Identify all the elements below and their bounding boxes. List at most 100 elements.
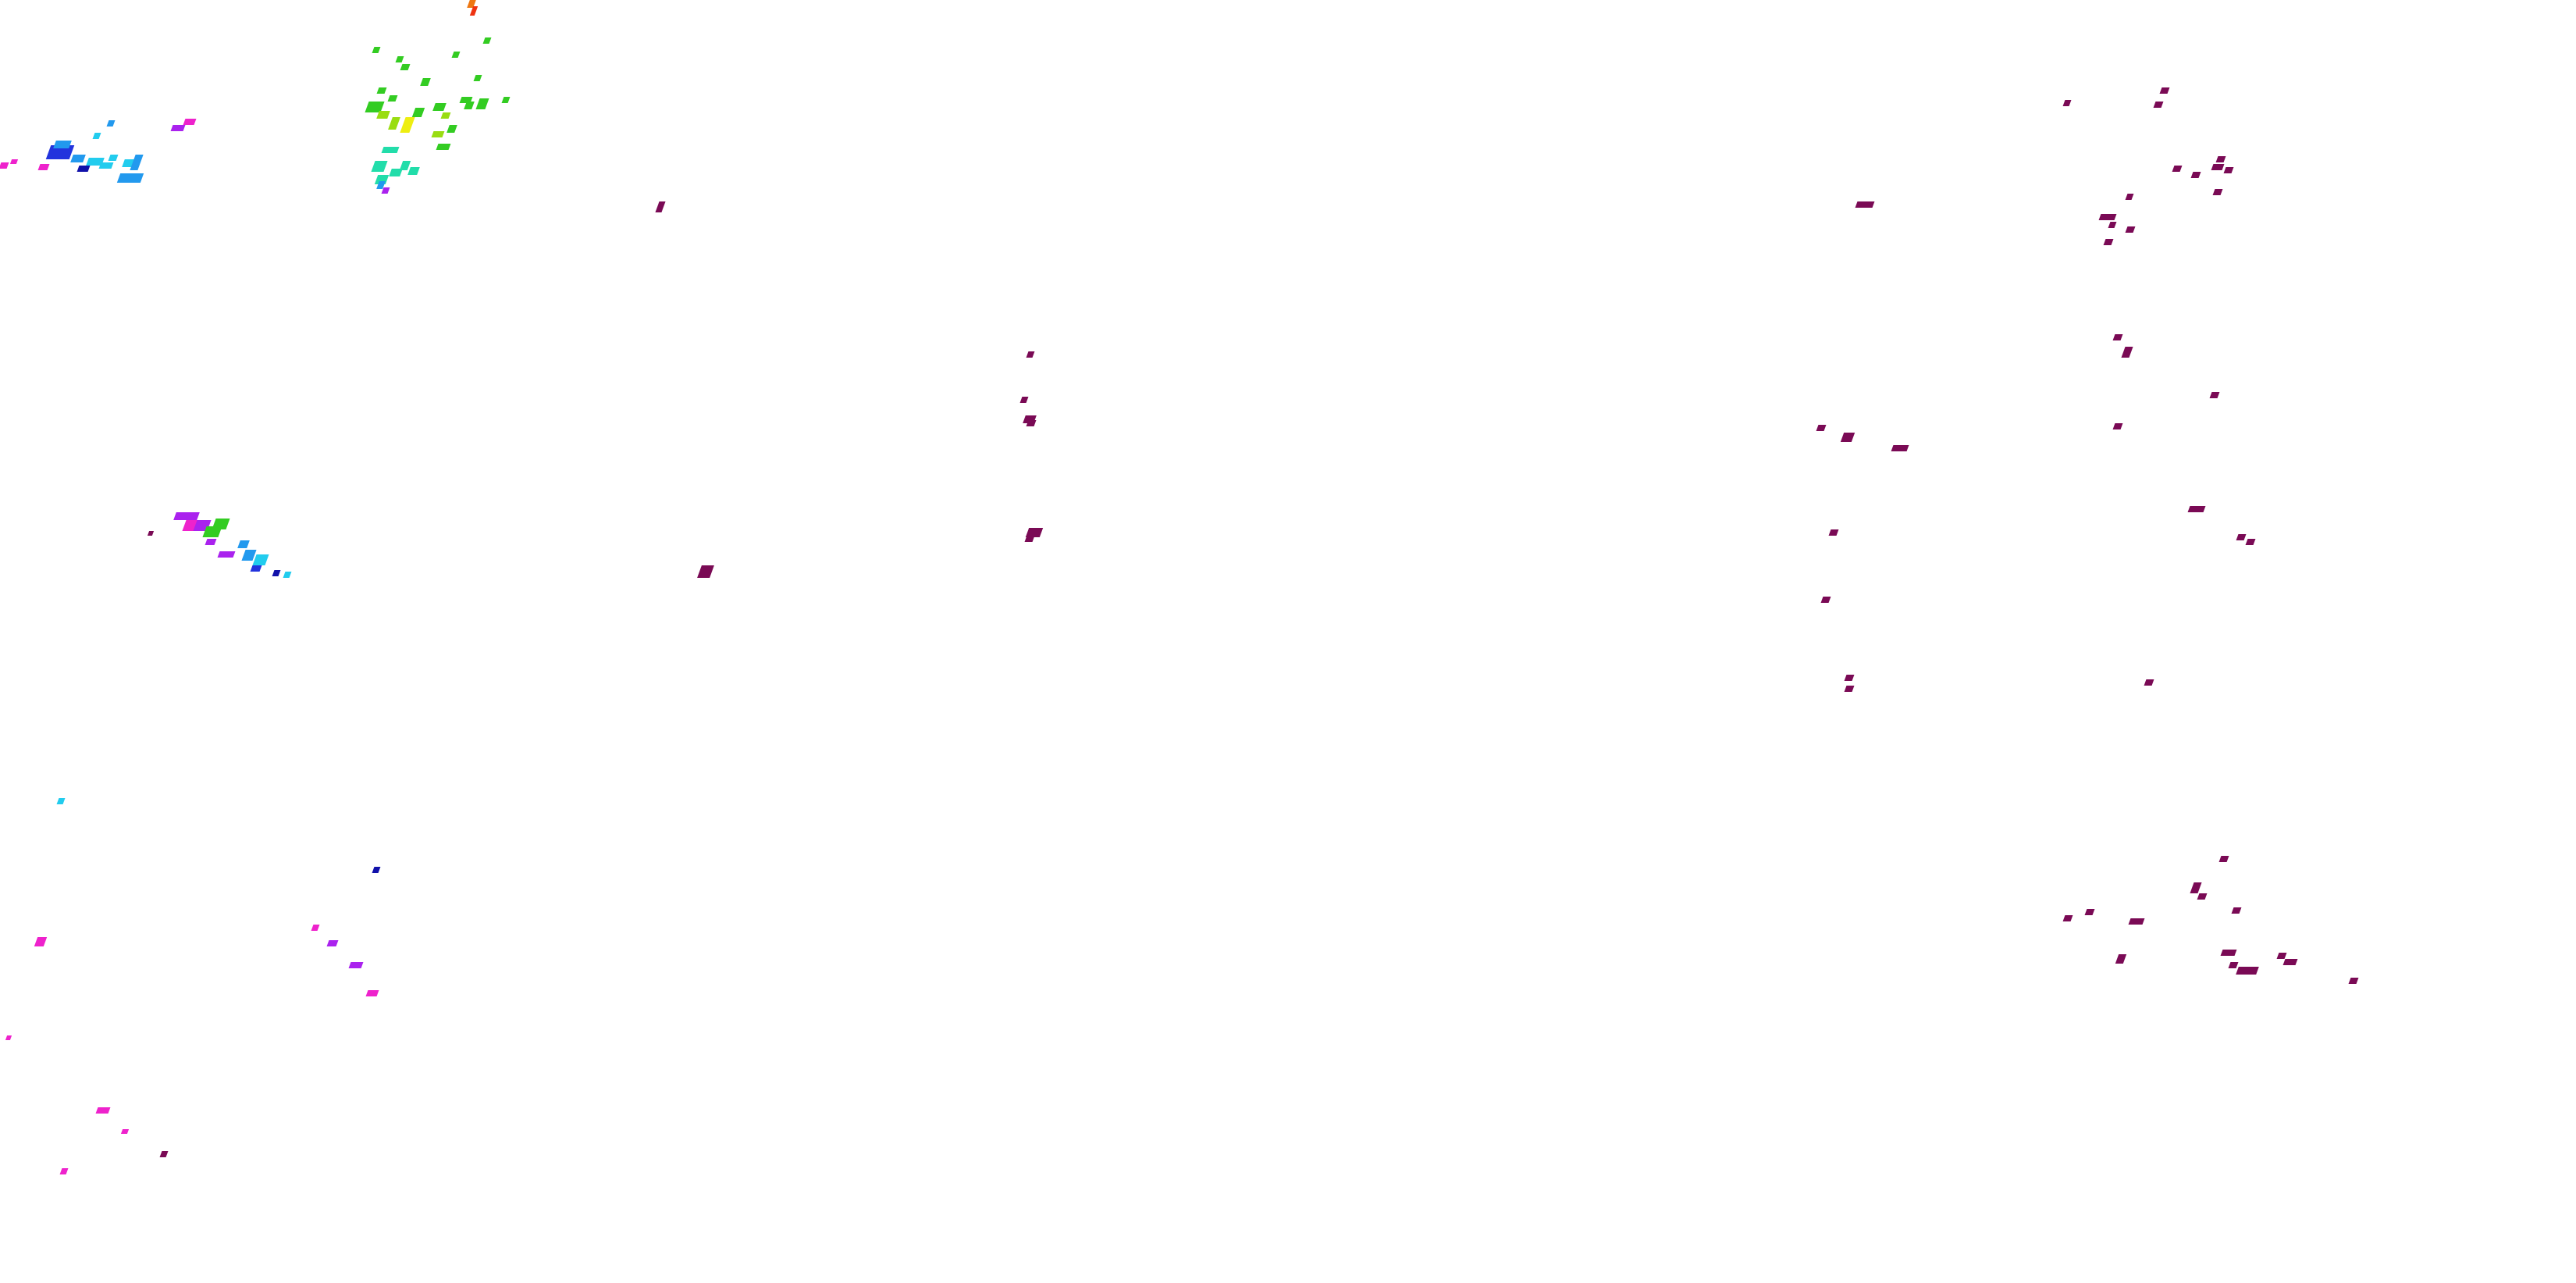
point-mark (53, 141, 72, 148)
point-mark (2276, 953, 2287, 959)
point-mark (311, 925, 320, 931)
point-mark (388, 117, 400, 130)
point-mark (1019, 397, 1029, 403)
point-mark (1025, 528, 1044, 537)
point-mark (1844, 686, 1855, 692)
point-mark (365, 990, 379, 996)
point-mark (2220, 950, 2237, 956)
point-mark (432, 103, 447, 111)
point-mark (2187, 506, 2206, 512)
point-mark (326, 940, 339, 946)
point-mark (250, 565, 262, 572)
point-mark (2062, 915, 2073, 921)
point-mark (372, 867, 381, 873)
point-mark (475, 98, 489, 109)
point-mark (2062, 100, 2072, 106)
point-mark (2197, 893, 2208, 900)
point-mark (2144, 679, 2154, 686)
point-mark (1026, 420, 1037, 426)
point-mark (400, 64, 411, 70)
point-mark (2115, 954, 2127, 964)
point-mark (56, 798, 66, 804)
point-mark (1840, 433, 1856, 442)
point-mark (170, 125, 186, 131)
point-mark (159, 1151, 169, 1157)
point-mark (1891, 445, 1909, 451)
point-mark (9, 159, 19, 164)
point-mark (34, 937, 48, 946)
point-mark (217, 551, 236, 558)
point-mark (1026, 351, 1035, 358)
point-mark (241, 550, 257, 561)
point-mark (399, 161, 411, 170)
point-mark (2282, 959, 2298, 965)
point-mark (467, 0, 476, 8)
point-mark (381, 187, 390, 194)
point-mark (451, 52, 461, 58)
point-mark (376, 87, 387, 94)
point-mark (2128, 918, 2145, 925)
point-mark (2172, 166, 2183, 172)
point-mark (436, 144, 451, 150)
point-mark (374, 175, 390, 184)
point-mark (106, 120, 116, 127)
point-mark (2084, 909, 2095, 915)
point-mark (86, 158, 105, 166)
point-mark (697, 565, 714, 578)
point-mark (2125, 194, 2134, 200)
point-mark (473, 75, 482, 81)
point-mark (2125, 226, 2136, 233)
point-mark (59, 1168, 69, 1174)
point-mark (420, 78, 431, 86)
point-mark (98, 162, 114, 169)
point-mark (440, 112, 451, 119)
point-mark (183, 119, 197, 125)
point-mark (205, 539, 217, 545)
point-mark (376, 181, 386, 189)
point-mark (1816, 425, 1827, 431)
point-mark (2236, 534, 2247, 540)
point-mark (116, 173, 144, 183)
point-mark (95, 1107, 111, 1114)
point-mark (411, 108, 425, 117)
point-mark (2215, 156, 2226, 162)
point-mark (237, 540, 250, 548)
point-mark (400, 117, 415, 133)
point-mark (447, 125, 457, 133)
point-mark (1024, 536, 1035, 542)
point-mark (407, 167, 420, 175)
point-mark (395, 56, 404, 62)
point-mark (76, 166, 91, 172)
point-mark (1820, 597, 1831, 603)
point-mark (501, 97, 511, 103)
point-mark (2218, 856, 2229, 862)
point-mark (2211, 164, 2225, 170)
point-mark (2121, 347, 2133, 358)
point-mark (348, 962, 364, 968)
point-mark (2112, 423, 2123, 429)
point-mark (381, 147, 400, 153)
point-mark (2098, 214, 2117, 220)
point-mark (2159, 87, 2170, 94)
point-mark (1828, 529, 1839, 536)
point-mark (272, 570, 281, 576)
point-mark (120, 1129, 130, 1134)
point-mark (655, 201, 666, 212)
point-mark (431, 131, 445, 137)
point-mark (0, 162, 9, 169)
point-mark (5, 1035, 12, 1040)
point-mark (2108, 222, 2117, 228)
point-mark (173, 512, 200, 520)
point-mark (389, 169, 403, 176)
point-mark (372, 47, 381, 53)
point-mark (365, 102, 385, 112)
point-mark (108, 155, 119, 161)
point-mark (1844, 675, 1855, 681)
point-mark (1855, 201, 1875, 208)
point-mark (371, 161, 388, 172)
point-mark (37, 164, 50, 170)
point-mark (147, 531, 155, 536)
point-mark (2348, 978, 2359, 984)
point-mark (2223, 167, 2234, 173)
